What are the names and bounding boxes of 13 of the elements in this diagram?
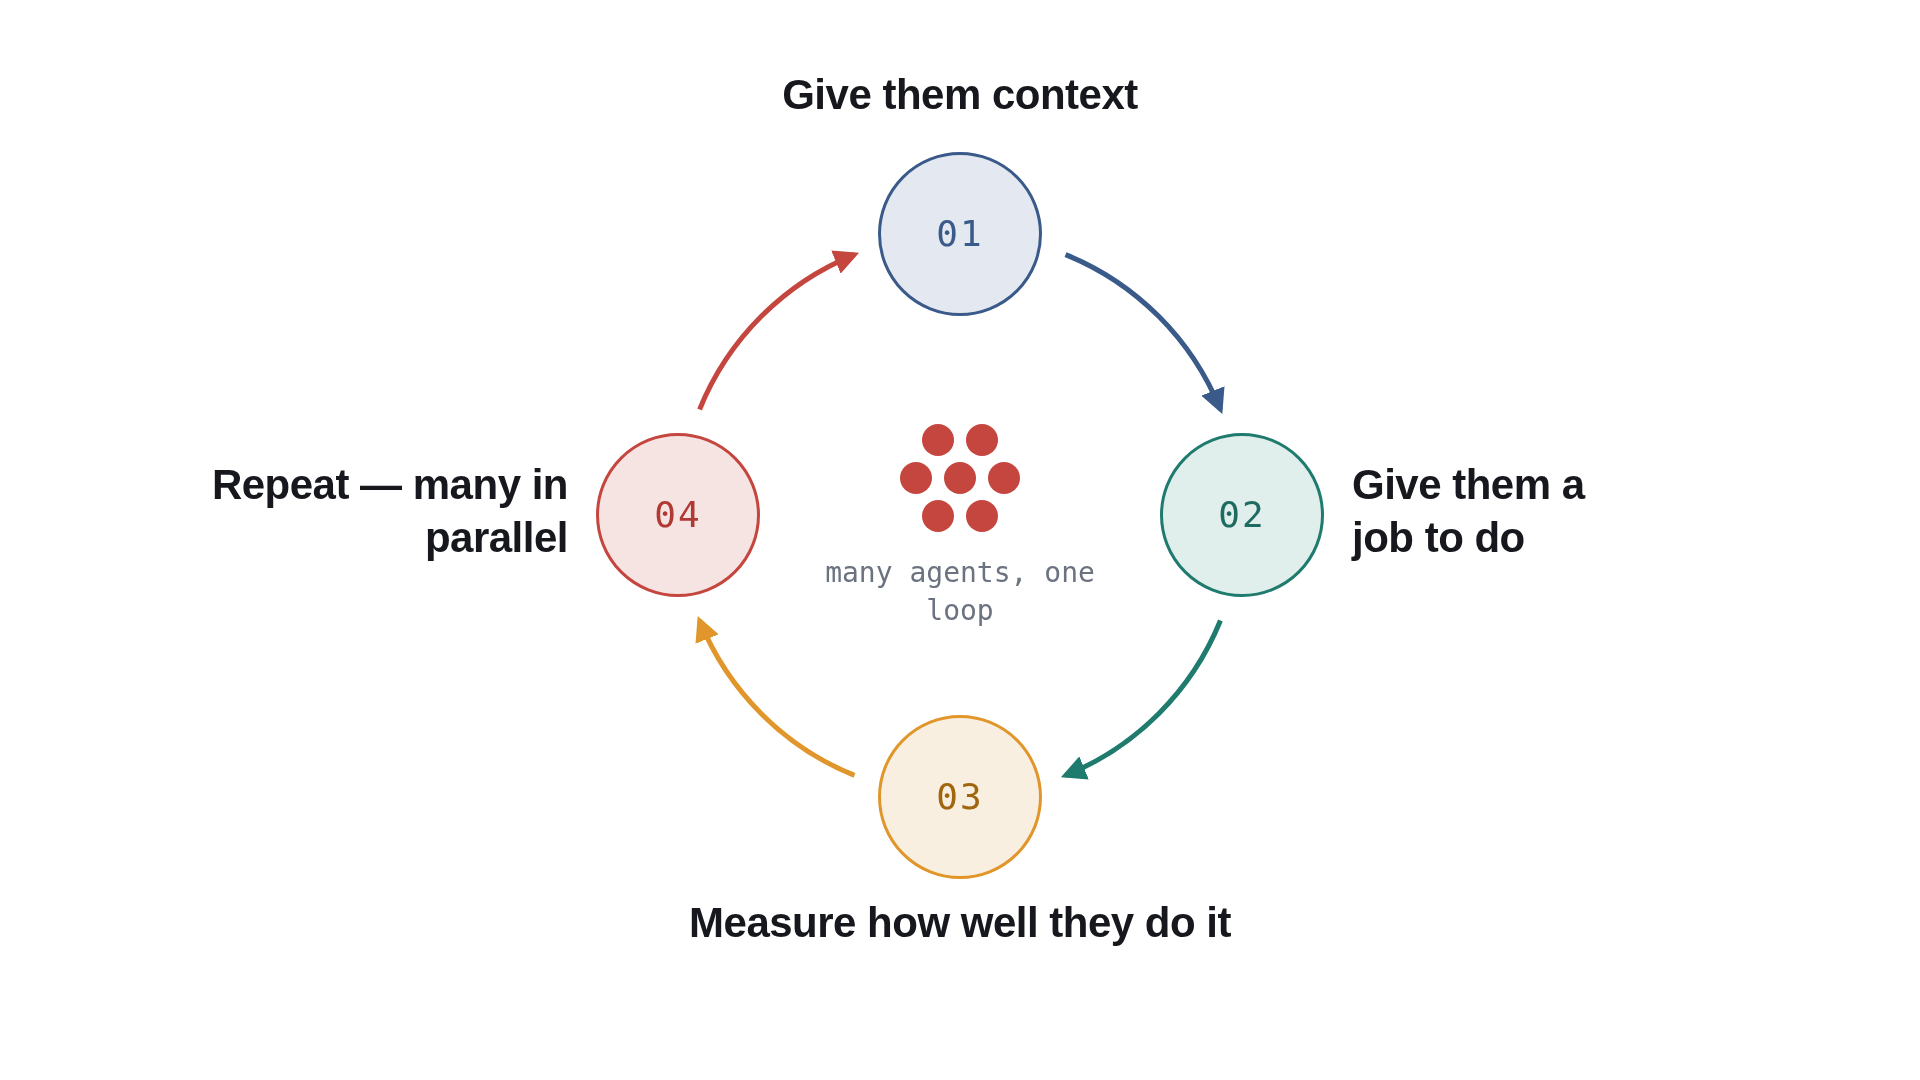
step-number: 04 [654,493,702,537]
step-title: Repeat — many in parallel [210,460,568,563]
step-number: 02 [1218,493,1266,537]
curved-arrow [696,616,856,778]
step-title: Give them context [781,70,1139,120]
step-title: Measure how well they do it [688,898,1232,948]
step-number: 03 [936,775,984,819]
center-caption: many agents, one loop [824,555,1096,629]
step-title: Give them a job to do [1352,460,1587,563]
curved-arrow [1061,619,1223,779]
step-number: 01 [936,212,984,256]
curved-arrow [697,251,859,411]
curved-arrow [1064,252,1224,414]
